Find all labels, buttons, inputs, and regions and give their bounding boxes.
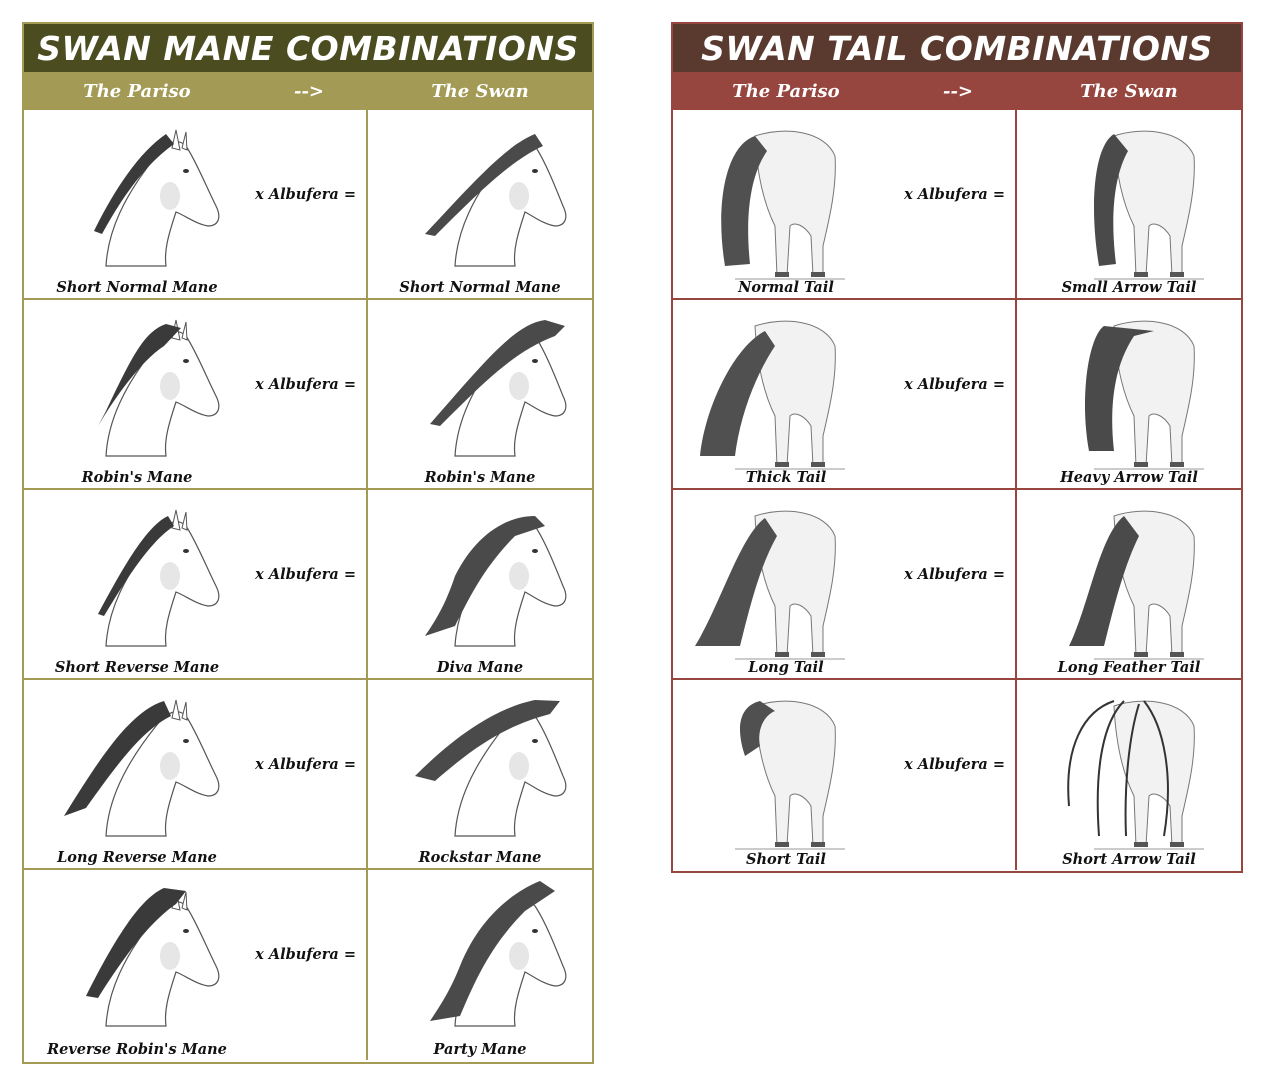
tail-col-swan: The Swan	[1080, 80, 1178, 102]
tail-swan-cell: Short Arrow Tail	[1017, 680, 1241, 870]
tail-grid: x Albufera = Normal Tail Small Arrow Tail…	[673, 110, 1241, 870]
tail-swan-caption-small-arrow-tail: Small Arrow Tail	[1061, 279, 1197, 296]
mane-pariso-cell: x Albufera = Short Reverse Mane	[24, 490, 368, 680]
tail-pariso-illustration	[695, 686, 865, 856]
mane-pariso-illustration	[46, 116, 236, 274]
mane-pariso-caption-robin-s-mane: Robin's Mane	[81, 469, 193, 486]
mane-pariso-caption-short-normal-mane: Short Normal Mane	[56, 279, 218, 296]
tail-pariso-caption-long-tail: Long Tail	[748, 659, 824, 676]
mane-swan-caption-party-mane: Party Mane	[433, 1041, 527, 1058]
mane-swan-caption-rockstar-mane: Rockstar Mane	[418, 849, 542, 866]
mane-pariso-caption-short-reverse-mane: Short Reverse Mane	[54, 659, 220, 676]
tail-pariso-cell: x Albufera = Normal Tail	[673, 110, 1017, 300]
tail-swan-illustration	[1044, 686, 1214, 856]
mane-swan-illustration	[385, 496, 575, 654]
mane-pariso-cell: x Albufera = Robin's Mane	[24, 300, 368, 490]
mane-row: x Albufera = Reverse Robin's Mane Party M…	[24, 870, 592, 1060]
tail-pariso-cell: x Albufera = Thick Tail	[673, 300, 1017, 490]
mane-swan-illustration	[385, 686, 575, 844]
mane-swan-cell: Robin's Mane	[368, 300, 592, 490]
mane-pariso-illustration	[46, 306, 236, 464]
tail-swan-caption-short-arrow-tail: Short Arrow Tail	[1062, 851, 1196, 868]
tail-swan-caption-heavy-arrow-tail: Heavy Arrow Tail	[1060, 469, 1198, 486]
cross-albufera-label: x Albufera =	[255, 756, 356, 773]
tail-pariso-illustration	[695, 496, 865, 666]
mane-pariso-illustration	[46, 876, 236, 1034]
tail-row: x Albufera = Long Tail Long Feather Tail	[673, 490, 1241, 680]
mane-grid: x Albufera = Short Normal Mane Short Norm…	[24, 110, 592, 1060]
mane-swan-caption-short-normal-mane: Short Normal Mane	[399, 279, 561, 296]
tail-column-headers: The Pariso --> The Swan	[673, 72, 1241, 110]
mane-pariso-cell: x Albufera = Reverse Robin's Mane	[24, 870, 368, 1060]
tail-panel-title: SWAN TAIL COMBINATIONS	[673, 24, 1241, 72]
tail-row: x Albufera = Short Tail Short Arrow Tail	[673, 680, 1241, 870]
mane-panel-title: SWAN MANE COMBINATIONS	[24, 24, 592, 72]
mane-swan-cell: Rockstar Mane	[368, 680, 592, 870]
mane-pariso-cell: x Albufera = Long Reverse Mane	[24, 680, 368, 870]
tail-pariso-cell: x Albufera = Long Tail	[673, 490, 1017, 680]
tail-pariso-cell: x Albufera = Short Tail	[673, 680, 1017, 870]
tail-panel: SWAN TAIL COMBINATIONS The Pariso --> Th…	[671, 22, 1243, 873]
tail-pariso-caption-short-tail: Short Tail	[746, 851, 826, 868]
cross-albufera-label: x Albufera =	[904, 186, 1005, 203]
mane-col-swan: The Swan	[431, 80, 529, 102]
tail-swan-illustration	[1044, 306, 1214, 476]
mane-pariso-caption-reverse-robin-s-mane: Reverse Robin's Mane	[47, 1041, 227, 1058]
mane-swan-illustration	[385, 116, 575, 274]
tail-pariso-caption-normal-tail: Normal Tail	[738, 279, 834, 296]
tail-pariso-illustration	[695, 306, 865, 476]
mane-swan-cell: Diva Mane	[368, 490, 592, 680]
mane-swan-cell: Party Mane	[368, 870, 592, 1060]
tail-col-arrow: -->	[942, 80, 974, 102]
mane-column-headers: The Pariso --> The Swan	[24, 72, 592, 110]
tail-pariso-illustration	[695, 116, 865, 286]
tail-row: x Albufera = Thick Tail Heavy Arrow Tail	[673, 300, 1241, 490]
tail-row: x Albufera = Normal Tail Small Arrow Tail	[673, 110, 1241, 300]
mane-swan-caption-diva-mane: Diva Mane	[436, 659, 524, 676]
tail-swan-illustration	[1044, 496, 1214, 666]
tail-pariso-caption-thick-tail: Thick Tail	[745, 469, 827, 486]
mane-row: x Albufera = Long Reverse Mane Rockstar M…	[24, 680, 592, 870]
cross-albufera-label: x Albufera =	[904, 566, 1005, 583]
mane-swan-caption-robin-s-mane: Robin's Mane	[424, 469, 536, 486]
tail-swan-illustration	[1044, 116, 1214, 286]
mane-row: x Albufera = Short Normal Mane Short Norm…	[24, 110, 592, 300]
mane-swan-illustration	[385, 306, 575, 464]
mane-col-pariso: The Pariso	[83, 80, 191, 102]
cross-albufera-label: x Albufera =	[904, 376, 1005, 393]
mane-col-arrow: -->	[293, 80, 325, 102]
mane-panel: SWAN MANE COMBINATIONS The Pariso --> Th…	[22, 22, 594, 1064]
mane-pariso-illustration	[46, 496, 236, 654]
mane-row: x Albufera = Short Reverse Mane Diva Mane	[24, 490, 592, 680]
mane-pariso-cell: x Albufera = Short Normal Mane	[24, 110, 368, 300]
tail-swan-cell: Heavy Arrow Tail	[1017, 300, 1241, 490]
cross-albufera-label: x Albufera =	[904, 756, 1005, 773]
cross-albufera-label: x Albufera =	[255, 946, 356, 963]
cross-albufera-label: x Albufera =	[255, 376, 356, 393]
mane-row: x Albufera = Robin's Mane Robin's Mane	[24, 300, 592, 490]
mane-pariso-illustration	[46, 686, 236, 844]
tail-swan-cell: Small Arrow Tail	[1017, 110, 1241, 300]
tail-swan-cell: Long Feather Tail	[1017, 490, 1241, 680]
mane-swan-illustration	[385, 876, 575, 1034]
mane-pariso-caption-long-reverse-mane: Long Reverse Mane	[57, 849, 217, 866]
cross-albufera-label: x Albufera =	[255, 186, 356, 203]
cross-albufera-label: x Albufera =	[255, 566, 356, 583]
tail-swan-caption-long-feather-tail: Long Feather Tail	[1057, 659, 1201, 676]
tail-col-pariso: The Pariso	[732, 80, 840, 102]
mane-swan-cell: Short Normal Mane	[368, 110, 592, 300]
